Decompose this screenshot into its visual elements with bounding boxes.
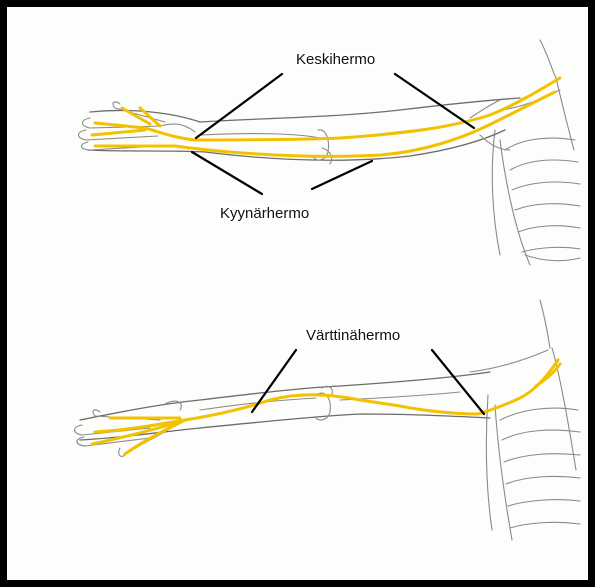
upper-arm-drawing: [79, 40, 581, 265]
radial-nerve-leaders: [252, 350, 484, 414]
ulnar-nerve-label: Kyynärhermo: [218, 205, 311, 222]
radial-nerve-label: Värttinähermo: [304, 327, 402, 344]
lower-arm-nerves: [92, 360, 560, 454]
upper-arm-nerves: [92, 78, 560, 156]
median-nerve-label: Keskihermo: [294, 51, 377, 68]
